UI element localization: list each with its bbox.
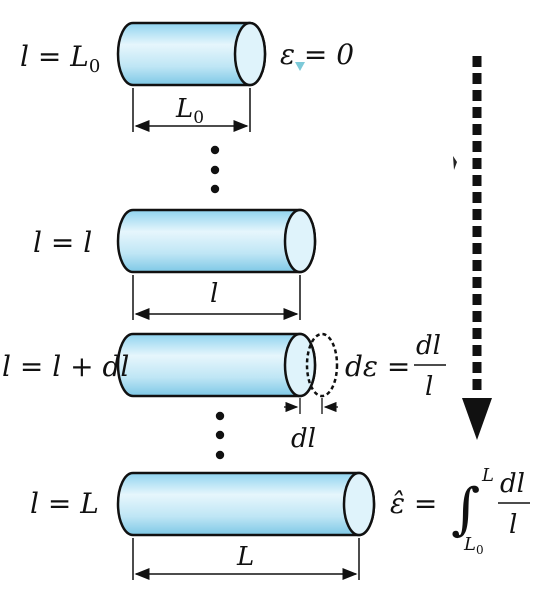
stage-1-strain: ε = 0 [280, 38, 354, 71]
stage-1-cylinder [116, 21, 267, 87]
stage-3-cylinder [116, 332, 339, 398]
integral-lower: L0 [463, 534, 484, 557]
stage-3-strain-fraction: dl l [414, 331, 446, 402]
stage-2-dimension [132, 275, 301, 320]
stage-3-label: l = l + dl [2, 350, 129, 383]
scan-speck [453, 156, 457, 170]
cursor-marker [295, 62, 305, 71]
stage-2-length-label: l [210, 279, 218, 309]
stage-1-length-label: L0 [175, 94, 204, 128]
stage-4-integral: ∫ L L0 dl l [451, 465, 530, 557]
stage-4-cylinder [116, 471, 376, 537]
stage-3-increment-label: dl [291, 424, 316, 454]
vertical-ellipsis-icon [215, 411, 225, 460]
stage-4-dimension [132, 538, 360, 580]
vertical-ellipsis-icon [210, 145, 220, 194]
stage-3-increment-dimension [284, 398, 338, 414]
integral-sign: ∫ [451, 477, 480, 542]
svg-text:L: L [481, 465, 494, 486]
extension-outline [305, 332, 339, 398]
stage-4-length-label: L [236, 542, 254, 572]
stage-2-cylinder [116, 208, 317, 274]
stage-1-label: l = L0 [20, 40, 100, 77]
svg-text:l: l [509, 510, 517, 540]
svg-text:dl: dl [500, 469, 525, 499]
svg-text:dl: dl [416, 331, 441, 361]
stage-4-strain-label: ε̂ = [390, 487, 437, 520]
stage-4-label: l = L [30, 487, 99, 520]
dashed-down-arrow-icon [462, 56, 492, 440]
stage-3-strain-label: dε = [345, 350, 410, 383]
stage-1-dimension [132, 88, 251, 132]
svg-text:l: l [425, 372, 433, 402]
stage-2-label: l = l [33, 226, 92, 259]
